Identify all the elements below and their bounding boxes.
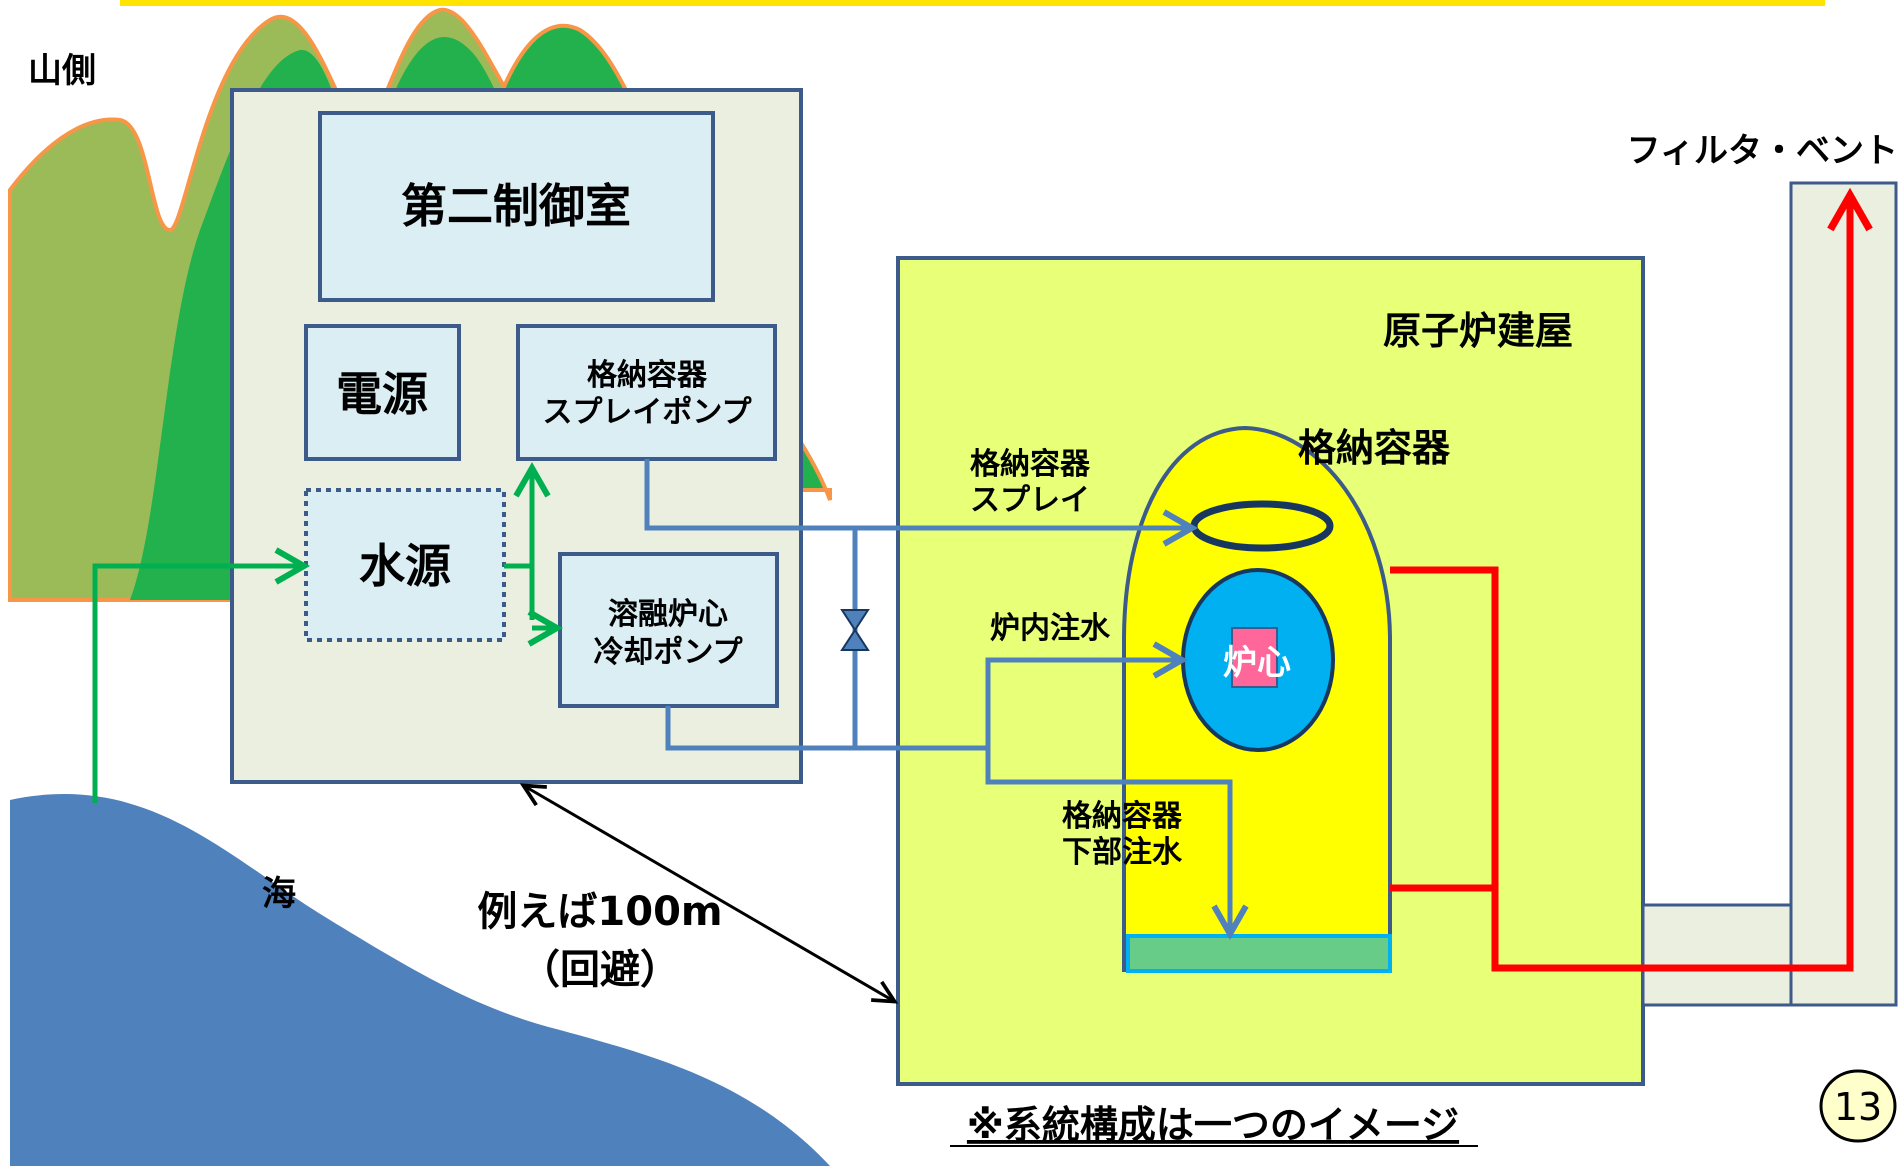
core-fuel-block	[1231, 627, 1278, 688]
vent-line	[1390, 187, 1873, 972]
water-source-box	[304, 488, 506, 642]
water-source-label: 水源	[359, 539, 451, 593]
footnote: ※系統構成は一つのイメージ	[967, 1103, 1459, 1147]
power-source-box	[304, 324, 461, 461]
core-cooling-pump-label-2: 冷却ポンプ	[593, 635, 743, 670]
filter-vent-label: フィルタ・ベント	[1627, 131, 1898, 171]
vent-stack	[1789, 181, 1898, 1007]
distance-arrow	[519, 783, 899, 1004]
containment-basin	[1126, 934, 1392, 973]
containment-spray-label-1: 格納容器	[970, 447, 1091, 482]
reactor-injection-label: 炉内注水	[990, 611, 1111, 646]
core-label: 炉心	[1223, 643, 1291, 683]
lower-injection-label-1: 格納容器	[1062, 799, 1183, 834]
containment-spray-label-2: スプレイ	[970, 483, 1090, 518]
spray-pump-label-2: スプレイポンプ	[542, 395, 752, 430]
power-source-label: 電源	[336, 367, 428, 421]
reactor-building-label: 原子炉建屋	[1383, 309, 1573, 353]
injection-pipes	[644, 459, 1249, 941]
spray-pump-label-1: 格納容器	[587, 358, 708, 393]
page-number: 13	[1834, 1085, 1882, 1129]
sea-area	[10, 794, 830, 1166]
distance-note: （回避）	[520, 947, 680, 993]
top-banner-band	[120, 0, 1825, 6]
valve-icon	[840, 609, 870, 651]
second-control-room-box	[318, 111, 715, 302]
second-control-room-label: 第二制御室	[401, 179, 631, 233]
containment-vessel-label: 格納容器	[1298, 426, 1451, 470]
core-cooling-pump-label-1: 溶融炉心	[608, 597, 728, 632]
page-number-badge	[1819, 1069, 1897, 1143]
vent-connector	[1641, 903, 1793, 1007]
lower-injection-label-2: 下部注水	[1062, 835, 1183, 870]
mountain-side-label: 山側	[28, 51, 96, 91]
sea-label: 海	[262, 874, 296, 914]
water-supply-lines	[92, 461, 564, 803]
core-cooling-pump-box	[558, 552, 779, 708]
distance-label: 例えば100m	[477, 889, 722, 935]
